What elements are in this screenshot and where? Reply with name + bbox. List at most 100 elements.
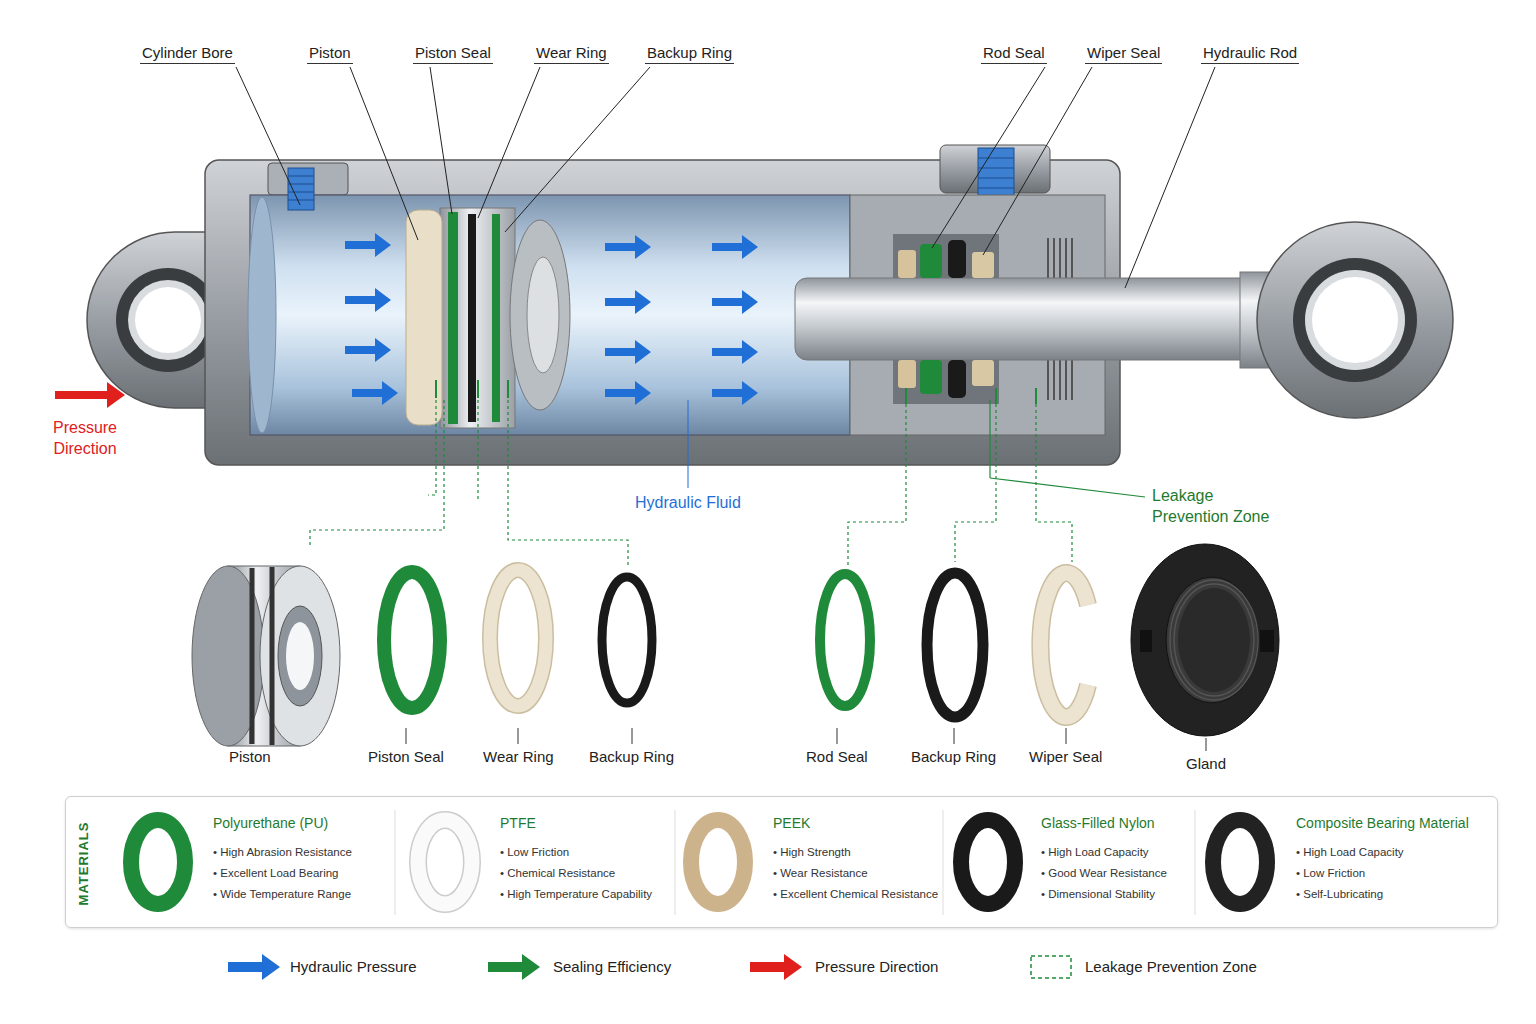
pressure-arrows	[352, 381, 398, 405]
material-name: Composite Bearing Material	[1296, 814, 1469, 832]
gland-seals	[898, 360, 916, 388]
piston-assembly	[406, 210, 442, 425]
gland-section	[1047, 238, 1049, 278]
material-icon	[961, 820, 1015, 904]
pressure-arrows	[605, 235, 651, 259]
gland-nut	[1170, 580, 1258, 700]
material-icon	[1213, 820, 1267, 904]
gland-section	[1065, 360, 1067, 400]
pressure-arrows	[605, 290, 651, 314]
pressure-arrows	[345, 288, 391, 312]
seal-markers	[435, 380, 437, 398]
part-label: Cylinder Bore	[140, 44, 235, 64]
pressure-arrows	[712, 290, 758, 314]
piston-assembly	[510, 220, 570, 410]
material-name: Polyurethane (PU)	[213, 814, 328, 832]
rod-eye	[1312, 277, 1398, 363]
legend-dashed-box	[1031, 956, 1071, 978]
pressure-arrows	[605, 381, 651, 405]
leader-lines	[478, 67, 540, 218]
callout-label: Hydraulic Fluid	[632, 494, 744, 512]
leader-lines	[505, 67, 650, 232]
panel-dividers	[675, 810, 676, 915]
component-label: Wiper Seal	[1027, 748, 1104, 765]
label-ticks	[632, 728, 633, 744]
label-ticks	[406, 728, 407, 744]
material-property: • Chemical Resistance	[500, 863, 615, 884]
gland-nut	[1131, 544, 1279, 736]
gland-seals	[898, 240, 994, 398]
wear-ring	[490, 570, 546, 706]
component-label: Rod Seal	[804, 748, 870, 765]
part-label: Wiper Seal	[1085, 44, 1162, 64]
material-card: Composite Bearing Material • High Load Ca…	[1296, 814, 1492, 905]
callout-label: Pressure Direction	[39, 417, 131, 459]
hydraulic-rod	[795, 278, 1265, 360]
label-ticks	[518, 728, 519, 744]
gland-section	[1071, 360, 1073, 400]
component-label: Piston Seal	[366, 748, 446, 765]
legend-blue-arrow	[228, 954, 280, 980]
material-icon	[418, 820, 472, 904]
material-card: PEEK• High Strength• Wear Resistance• Ex…	[773, 814, 939, 905]
cylinder-body	[250, 195, 850, 435]
gland-nut	[1170, 580, 1258, 700]
legend-text: Leakage Prevention Zone	[1085, 958, 1257, 975]
material-icon	[418, 820, 472, 904]
legend-text: Pressure Direction	[815, 958, 938, 975]
material-property: • Low Friction	[500, 842, 569, 863]
material-card: Polyurethane (PU)• High Abrasion Resista…	[213, 814, 391, 905]
wear-ring	[490, 570, 546, 706]
callout-label: Leakage Prevention Zone	[1152, 485, 1292, 527]
material-property: • Wide Temperature Range	[213, 884, 351, 905]
gland-seals	[972, 252, 994, 278]
piston-assembly	[492, 214, 500, 422]
pressure-arrows	[712, 381, 758, 405]
seal-markers	[477, 380, 479, 398]
panel-heading: MATERIALS	[76, 821, 91, 905]
wiper-seal-ring	[1040, 573, 1088, 717]
exploded-piston	[192, 566, 264, 746]
gland-section	[1059, 238, 1061, 278]
seal-markers	[905, 388, 907, 404]
material-property: • High Load Capacity	[1296, 842, 1404, 863]
dashed-callouts	[310, 400, 444, 548]
panel-dividers	[395, 810, 396, 915]
exploded-piston	[278, 606, 322, 706]
piston-seal-ring	[384, 572, 440, 708]
gland-section	[1053, 238, 1055, 278]
gland-seals	[948, 240, 966, 278]
gland-nut	[1140, 630, 1152, 652]
gland-section	[1059, 360, 1061, 400]
port-fitting	[288, 200, 314, 201]
dashed-callouts	[1036, 404, 1072, 562]
pressure-arrows	[345, 233, 391, 257]
gland-nut	[1178, 588, 1250, 692]
seal-markers	[507, 380, 509, 398]
label-ticks	[250, 728, 251, 744]
pressure-arrows	[345, 233, 758, 405]
material-card: PTFE • Low Friction• Chemical Resistance•…	[500, 814, 670, 905]
port-fitting	[288, 176, 314, 177]
component-label: Backup Ring	[587, 748, 676, 765]
material-property: • Wear Resistance	[773, 863, 868, 884]
material-property: • High Temperature Capability	[500, 884, 652, 905]
dashed-callouts	[310, 400, 1072, 566]
cylinder-body	[248, 197, 276, 433]
piston-assembly	[406, 208, 570, 428]
gland-section	[893, 358, 999, 404]
pressure-arrows	[605, 340, 651, 364]
leakage-leader	[990, 478, 1145, 497]
gland-section	[1053, 360, 1055, 400]
leader-lines	[430, 67, 452, 214]
part-label: Rod Seal	[981, 44, 1047, 64]
material-name: PTFE	[500, 814, 536, 832]
exploded-piston	[192, 566, 340, 746]
component-label: Piston	[227, 748, 273, 765]
legend-text: Hydraulic Pressure	[290, 958, 417, 975]
backup-ring	[602, 577, 652, 703]
port-fitting	[978, 188, 1014, 189]
gland-seals	[920, 360, 942, 394]
material-property: • Self-Lubricating	[1296, 884, 1383, 905]
